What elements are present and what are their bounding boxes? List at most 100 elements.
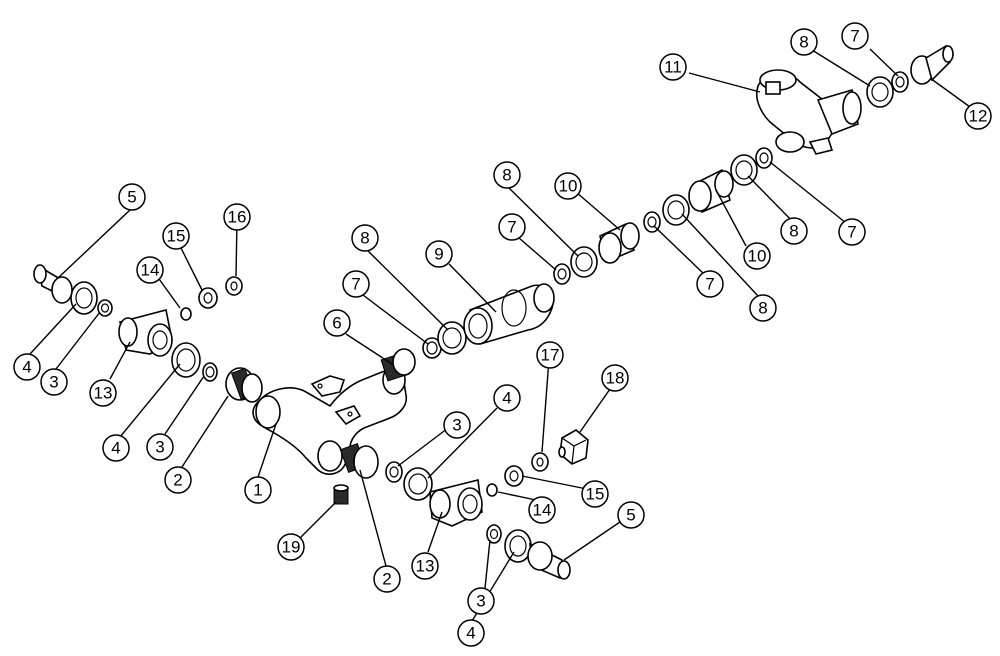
- callout-3: 3: [467, 587, 495, 615]
- svg-text:2: 2: [173, 471, 182, 490]
- callout-8: 8: [780, 217, 808, 245]
- callout-15: 15: [581, 480, 609, 508]
- callout-8: 8: [351, 224, 379, 252]
- nut-8b: [570, 246, 598, 278]
- nut-15: [198, 287, 218, 309]
- callout-11: 11: [659, 53, 687, 81]
- callout-7: 7: [841, 22, 869, 50]
- svg-text:8: 8: [799, 33, 808, 52]
- washer-3c: [385, 461, 403, 483]
- svg-text:3: 3: [452, 416, 461, 435]
- callout-3: 3: [443, 411, 471, 439]
- svg-text:7: 7: [850, 27, 859, 46]
- callout-14: 14: [528, 496, 556, 524]
- svg-text:2: 2: [382, 570, 391, 589]
- svg-text:15: 15: [586, 485, 605, 504]
- svg-text:8: 8: [758, 299, 767, 318]
- nut-8: [437, 321, 467, 355]
- callout-7: 7: [342, 270, 370, 298]
- callout-6: 6: [323, 309, 351, 337]
- nut-4d: [504, 529, 532, 563]
- svg-text:8: 8: [360, 229, 369, 248]
- svg-text:3: 3: [476, 592, 485, 611]
- svg-text:10: 10: [559, 177, 578, 196]
- nut-left-4b: [70, 281, 98, 315]
- callout-8: 8: [493, 161, 521, 189]
- washer-7e: [891, 71, 909, 93]
- svg-text:15: 15: [167, 227, 186, 246]
- callout-2: 2: [373, 565, 401, 593]
- svg-text:5: 5: [127, 188, 136, 207]
- callout-19: 19: [277, 533, 305, 561]
- washer-left-3: [202, 362, 218, 382]
- nut-8e: [866, 76, 894, 108]
- callout-16: 16: [223, 203, 251, 231]
- cap-17: [531, 452, 549, 472]
- svg-text:1: 1: [253, 481, 262, 500]
- svg-text:11: 11: [664, 58, 682, 77]
- callout-3: 3: [40, 368, 68, 396]
- svg-text:16: 16: [228, 208, 247, 227]
- washer-7d: [755, 147, 773, 169]
- svg-text:12: 12: [969, 107, 988, 126]
- svg-text:10: 10: [748, 247, 767, 266]
- nut-15b: [504, 465, 524, 487]
- threaded-adapter-2b: [339, 443, 379, 479]
- svg-text:19: 19: [282, 538, 301, 557]
- o-ring-14: [180, 307, 192, 321]
- callout-8: 8: [749, 294, 777, 322]
- threaded-adapter-6: [380, 348, 416, 382]
- threaded-adapter-left: [225, 367, 263, 403]
- parts-drawing: [33, 44, 954, 580]
- svg-text:7: 7: [705, 275, 714, 294]
- callout-17: 17: [536, 341, 564, 369]
- svg-text:7: 7: [847, 223, 856, 242]
- svg-text:3: 3: [155, 438, 164, 457]
- sensor-18: [558, 429, 589, 465]
- svg-text:18: 18: [606, 369, 625, 388]
- svg-text:9: 9: [434, 245, 443, 264]
- hose-barb-12: [910, 44, 954, 85]
- svg-text:14: 14: [141, 261, 160, 280]
- callout-4: 4: [102, 434, 130, 462]
- callout-2: 2: [164, 466, 192, 494]
- valve-body-left-13: [118, 309, 173, 357]
- valve-body-13b: [429, 479, 483, 527]
- svg-text:4: 4: [466, 624, 475, 643]
- callout-5: 5: [118, 183, 146, 211]
- callout-15: 15: [162, 222, 190, 250]
- svg-text:8: 8: [789, 222, 798, 241]
- svg-text:7: 7: [507, 218, 516, 237]
- svg-text:13: 13: [416, 557, 435, 576]
- washer-7b: [553, 263, 571, 285]
- plug-19: [333, 484, 349, 505]
- callout-9: 9: [425, 240, 453, 268]
- callout-18: 18: [601, 364, 629, 392]
- nut-4c: [403, 467, 433, 501]
- nut-left-4: [171, 342, 201, 378]
- flange-10: [598, 222, 640, 264]
- svg-text:4: 4: [502, 389, 511, 408]
- svg-text:8: 8: [502, 166, 511, 185]
- o-ring-14b: [486, 483, 498, 497]
- svg-text:4: 4: [22, 358, 31, 377]
- callout-7: 7: [696, 270, 724, 298]
- svg-text:7: 7: [351, 275, 360, 294]
- svg-text:5: 5: [626, 506, 635, 525]
- callout-7: 7: [838, 218, 866, 246]
- svg-text:4: 4: [111, 439, 120, 458]
- callout-8: 8: [790, 28, 818, 56]
- washer-3d: [486, 524, 502, 544]
- svg-text:14: 14: [533, 501, 552, 520]
- svg-text:17: 17: [541, 346, 560, 365]
- callout-13: 13: [411, 552, 439, 580]
- callout-10: 10: [554, 172, 582, 200]
- callout-4: 4: [13, 353, 41, 381]
- callout-7: 7: [498, 213, 526, 241]
- callouts: 1 2 2 3 3 3 3 4 4 4 4 5 5 6 7 7 7 7 7 8 …: [13, 22, 992, 647]
- svg-text:6: 6: [332, 314, 341, 333]
- callout-4: 4: [457, 619, 485, 647]
- callout-1: 1: [244, 476, 272, 504]
- callout-10: 10: [743, 242, 771, 270]
